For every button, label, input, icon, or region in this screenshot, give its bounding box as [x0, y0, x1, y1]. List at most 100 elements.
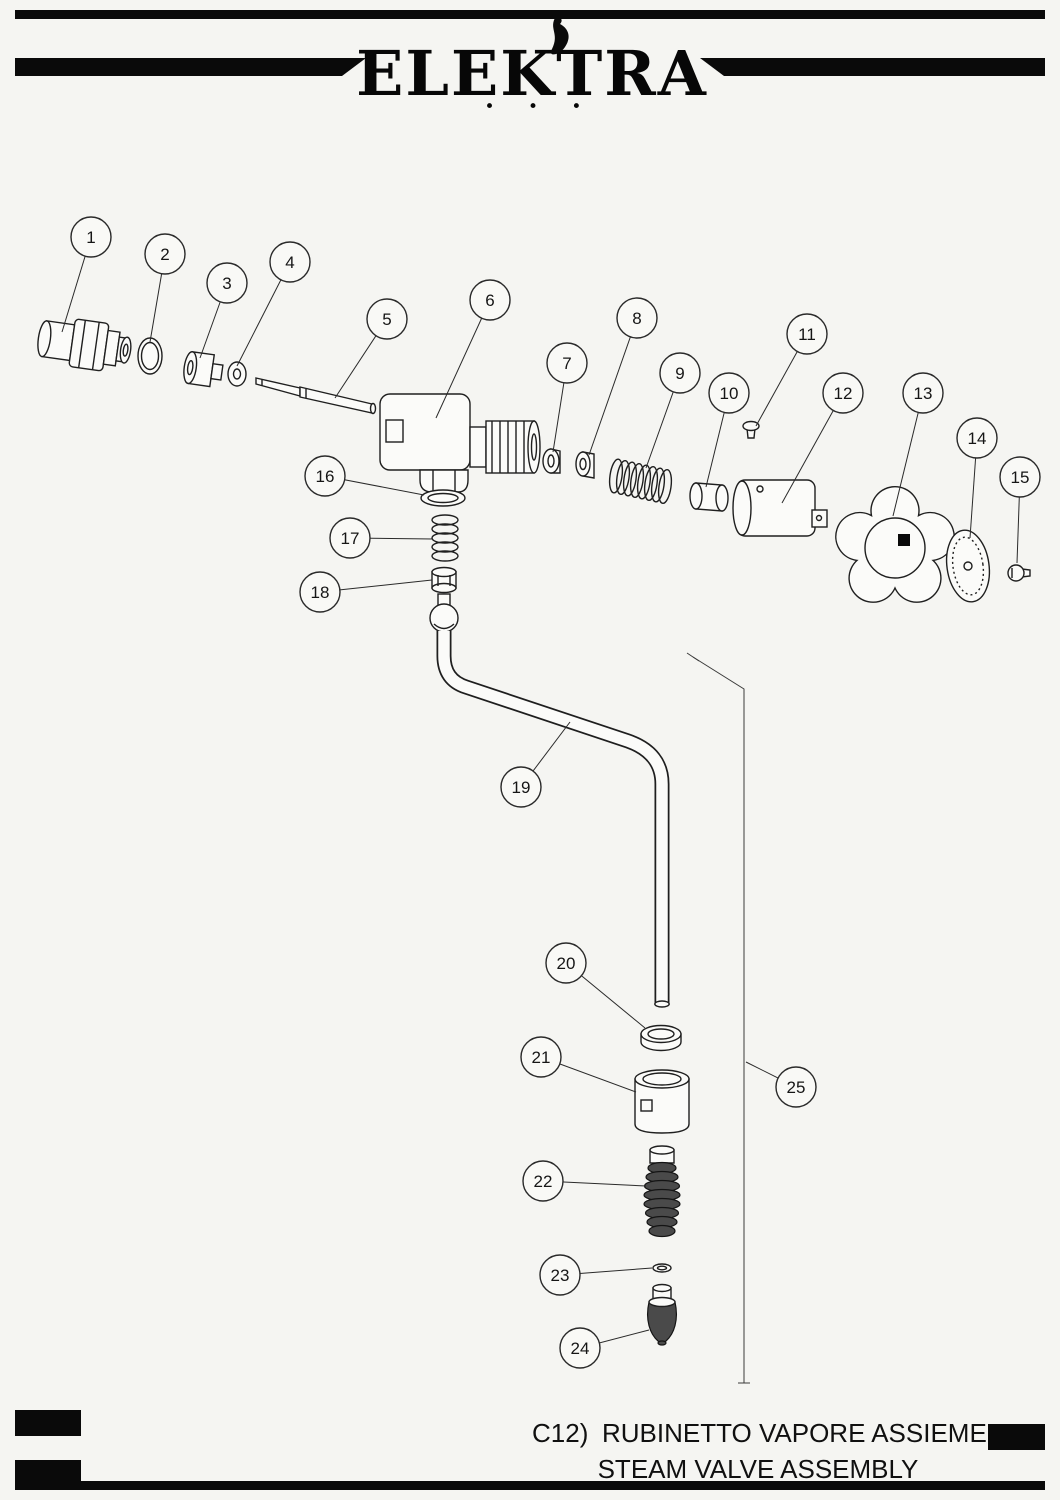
callout-18: 18 [299, 571, 433, 613]
callout-circle [659, 352, 701, 394]
callout-19: 19 [500, 721, 571, 808]
callout-4: 4 [236, 241, 311, 367]
part-23-oring-small [652, 1263, 672, 1273]
callout-20: 20 [545, 942, 646, 1029]
callout-number: 7 [562, 354, 571, 373]
top-rule [15, 10, 1045, 19]
callout-circle [206, 262, 248, 304]
brand-bar-left [15, 58, 366, 76]
part-17-spring-small [431, 514, 459, 562]
callout-13: 13 [892, 372, 944, 517]
brand-bar-right [700, 58, 1045, 76]
callout-circle [708, 372, 750, 414]
callout-number: 20 [557, 954, 576, 973]
callout-5: 5 [334, 298, 408, 399]
callout-circle [559, 1327, 601, 1369]
callout-leader-line [588, 317, 638, 456]
header: ELEKTRA • • • [15, 10, 1045, 117]
callout-number: 3 [222, 274, 231, 293]
callout-circle [366, 298, 408, 340]
part-2-gasket [137, 337, 163, 375]
callout-number: 8 [632, 309, 641, 328]
part-24-nozzle-tip [646, 1283, 678, 1346]
callout-number: 12 [834, 384, 853, 403]
flame-icon [550, 16, 569, 55]
callout-circle [902, 372, 944, 414]
callout-22: 22 [522, 1160, 647, 1202]
part-1-union-fitting [37, 318, 132, 372]
part-22-nozzle-grip [643, 1145, 681, 1238]
callout-circle [144, 233, 186, 275]
callout-number: 21 [532, 1048, 551, 1067]
footer: C12) RUBINETTO VAPORE ASSIEME STEAM VALV… [15, 1410, 1045, 1490]
callout-2: 2 [144, 233, 186, 343]
callout-leader-line [781, 392, 844, 504]
callout-number: 13 [914, 384, 933, 403]
callout-number: 2 [160, 245, 169, 264]
footer-code: C12) [532, 1418, 588, 1448]
callout-circle [546, 342, 588, 384]
callout-16: 16 [304, 455, 425, 497]
callout-number: 24 [571, 1339, 590, 1358]
footer-block-right [988, 1424, 1045, 1450]
callout-number: 15 [1011, 468, 1030, 487]
callout-15: 15 [999, 456, 1041, 564]
callout-number: 10 [720, 384, 739, 403]
callout-8: 8 [588, 297, 658, 456]
callout-circle [520, 1036, 562, 1078]
callout-number: 14 [968, 429, 987, 448]
footer-title-italian: RUBINETTO VAPORE ASSIEME [602, 1418, 987, 1448]
part-20-ring-nut [640, 1024, 682, 1052]
part-21-nozzle-sleeve [634, 1069, 690, 1134]
callout-circle [500, 766, 542, 808]
exploded-drawing [37, 318, 1031, 1384]
callout-number: 17 [341, 529, 360, 548]
callout-leader-line [435, 299, 491, 419]
callout-circle [775, 1066, 817, 1108]
callout-7: 7 [546, 342, 588, 453]
callout-number: 11 [798, 325, 816, 344]
callout-circle [329, 517, 371, 559]
callout-number: 25 [787, 1078, 806, 1097]
part-19-steam-wand [429, 593, 670, 1008]
callout-17: 17 [329, 517, 434, 559]
callout-number: 19 [512, 778, 531, 797]
callout-circle [469, 279, 511, 321]
part-11-set-screw [742, 420, 760, 439]
callout-number: 22 [534, 1172, 553, 1191]
callout-25: 25 [745, 1061, 817, 1108]
callout-14: 14 [956, 417, 998, 539]
part-16-oring [420, 489, 466, 507]
callout-number: 1 [86, 228, 95, 247]
callout-circle [304, 455, 346, 497]
callout-10: 10 [705, 372, 750, 488]
brand-wordmark: ELEKTRA [356, 37, 708, 110]
callout-number: 16 [316, 467, 335, 486]
assembly-extent-line [686, 652, 750, 1384]
callout-circle [299, 571, 341, 613]
callout-circle [999, 456, 1041, 498]
callout-24: 24 [559, 1327, 650, 1369]
part-12-knob-hub [732, 479, 828, 537]
callout-9: 9 [645, 352, 701, 469]
part-9-spring [608, 458, 673, 505]
part-3-gland [183, 350, 224, 388]
callout-circle [786, 313, 828, 355]
callout-6: 6 [435, 279, 511, 419]
callout-circle [956, 417, 998, 459]
part-4-washer [227, 361, 247, 387]
callout-21: 21 [520, 1036, 637, 1093]
callout-circle [616, 297, 658, 339]
part-8-packing [575, 451, 595, 479]
callout-circle [539, 1254, 581, 1296]
callout-circle [822, 372, 864, 414]
part-6-valve-body [379, 393, 541, 493]
callout-number: 9 [675, 364, 684, 383]
callout-number: 23 [551, 1266, 570, 1285]
part-7-packing-nut [542, 448, 561, 474]
part-15-screw [1007, 564, 1031, 582]
part-5-valve-stem [255, 377, 377, 415]
footer-title-english: STEAM VALVE ASSEMBLY [598, 1454, 919, 1484]
